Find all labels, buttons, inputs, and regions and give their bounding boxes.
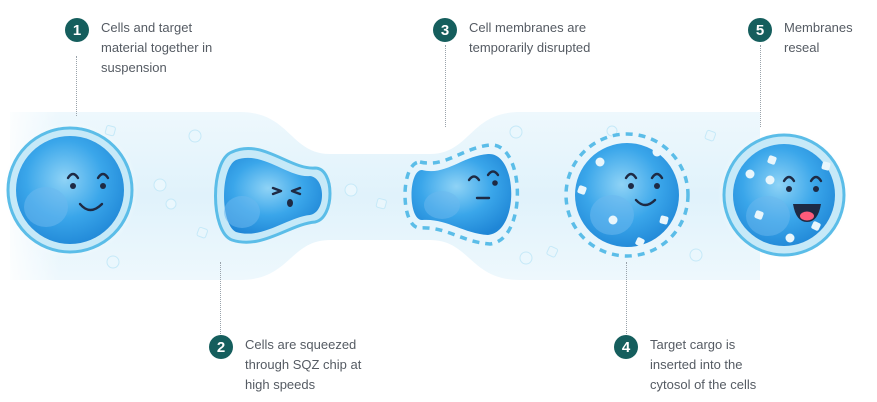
cargo-particle [689, 248, 703, 262]
leader-line-step-3 [445, 45, 446, 127]
step-number-badge: 5 [748, 18, 772, 42]
step-number-badge: 4 [614, 335, 638, 359]
leader-line-step-5 [760, 45, 761, 127]
step-description: Cell membranes are temporarily disrupted [469, 20, 591, 55]
step-1: 1 Cells and target material together in … [65, 18, 212, 78]
leader-line-step-1 [76, 56, 77, 116]
cargo-particle [519, 251, 533, 265]
cell-intact [2, 122, 138, 258]
cargo-particle [106, 255, 120, 269]
leader-line-step-4 [626, 262, 627, 346]
cargo-particle [704, 129, 717, 142]
cell-squeezed [214, 146, 332, 244]
cargo-particle [188, 129, 202, 143]
cargo-particle [546, 245, 559, 258]
cargo-particle [606, 125, 618, 137]
cargo-particle [153, 178, 167, 192]
step-5: 5 Membranes reseal [748, 18, 853, 58]
leader-line-step-2 [220, 262, 221, 344]
step-4: 4 Target cargo is inserted into the cyto… [614, 335, 756, 395]
cargo-particle [165, 198, 177, 210]
cargo-particle [196, 226, 209, 239]
cell-face [467, 170, 500, 182]
cell-cargo-inserted [564, 132, 690, 258]
cargo-particle [509, 125, 523, 139]
cell-face [624, 172, 664, 180]
step-description: Membranes reseal [784, 20, 853, 55]
cell-disrupted [403, 143, 520, 246]
step-3: 3 Cell membranes are temporarily disrupt… [433, 18, 590, 58]
cell-face [66, 172, 110, 180]
step-2: 2 Cells are squeezed through SQZ chip at… [209, 335, 361, 395]
step-number-badge: 3 [433, 18, 457, 42]
step-number-badge: 2 [209, 335, 233, 359]
cargo-particle [344, 183, 358, 197]
cargo-particle [375, 198, 387, 210]
cargo-particles [104, 125, 717, 269]
step-description: Cells are squeezed through SQZ chip at h… [245, 337, 362, 392]
cell-face [782, 175, 823, 183]
cell-resealed [718, 129, 850, 261]
step-number-badge: 1 [65, 18, 89, 42]
step-description: Target cargo is inserted into the cytoso… [650, 337, 757, 392]
step-description: Cells and target material together in su… [101, 20, 213, 75]
cell-face [271, 186, 302, 196]
sqz-channel [10, 112, 760, 280]
